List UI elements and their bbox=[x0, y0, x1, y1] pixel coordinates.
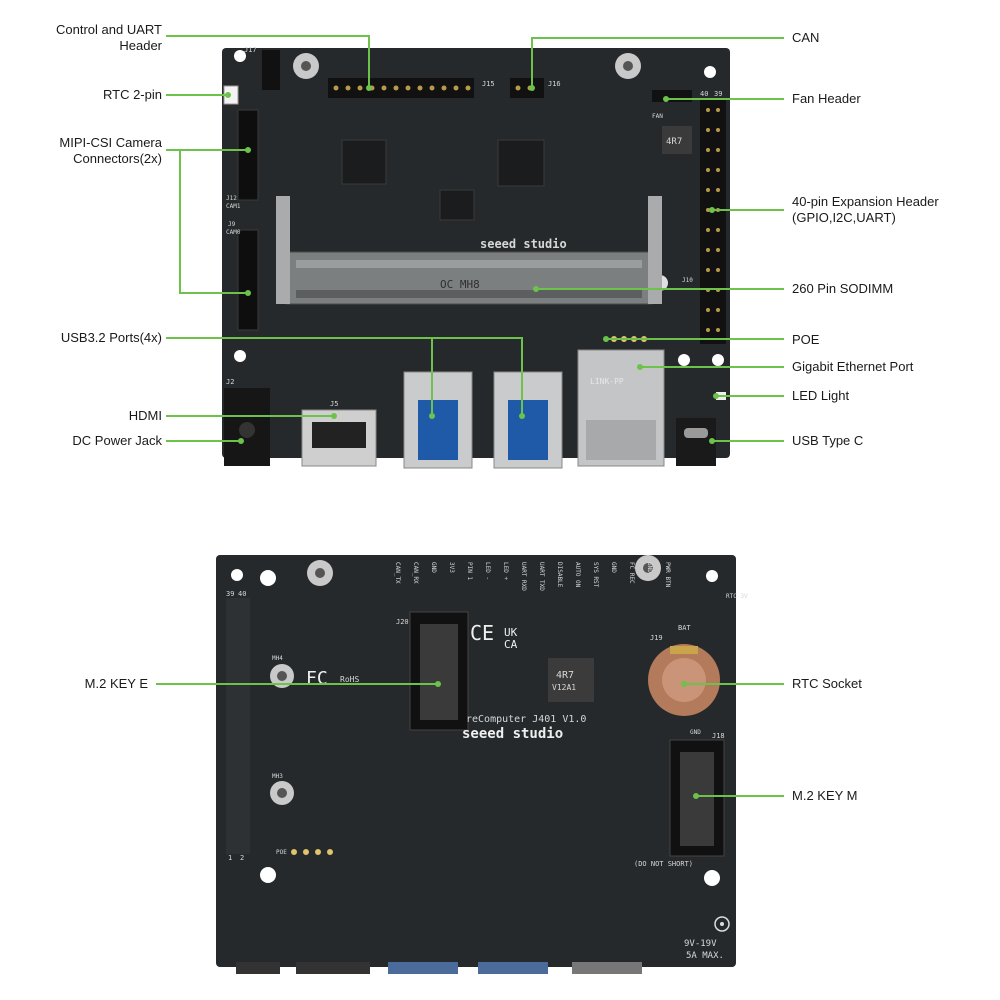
rohs-mark: RoHS bbox=[340, 675, 359, 684]
label-dc-jack: DC Power Jack bbox=[72, 433, 162, 448]
j10-silkscreen: J10 bbox=[682, 277, 693, 284]
pin40-silkscreen: 40 bbox=[700, 90, 708, 98]
pin-label: DISABLE bbox=[556, 562, 563, 588]
label-usbc: USB Type C bbox=[792, 433, 864, 448]
pin-label: AUTO ON bbox=[574, 562, 581, 588]
inductor-silkscreen-bottom: 4R7 bbox=[556, 670, 574, 681]
inductor-silkscreen: 4R7 bbox=[666, 137, 682, 147]
label-led: LED Light bbox=[792, 388, 850, 403]
mounting-hole bbox=[712, 354, 724, 366]
current-silkscreen: 5A MAX. bbox=[686, 951, 724, 961]
dc-polarity-icon bbox=[714, 916, 730, 932]
pin-labels-group: CAN_TX CAN_RX GND 3V3 PIN 1 LED - LED + UART RX… bbox=[394, 562, 671, 591]
chip bbox=[439, 189, 475, 221]
poe-silkscreen: POE bbox=[276, 849, 287, 856]
pin-label: GND bbox=[646, 562, 653, 573]
j19-silkscreen: J19 bbox=[650, 634, 663, 642]
label-m2-key-m: M.2 KEY M bbox=[792, 788, 858, 803]
bottom-40pin-header bbox=[226, 598, 250, 854]
mounting-hole bbox=[231, 569, 243, 581]
label-mipi-line1: MIPI-CSI Camera bbox=[59, 135, 162, 150]
label-control-uart: Control and UART Header bbox=[56, 22, 162, 54]
pin-label: PIN 1 bbox=[466, 562, 473, 580]
mh4-silkscreen: MH4 bbox=[272, 655, 283, 662]
gnd-silkscreen: GND bbox=[690, 729, 701, 736]
j20-silkscreen: J20 bbox=[396, 618, 409, 626]
pin-label: LED + bbox=[502, 562, 509, 580]
label-m2-key-e: M.2 KEY E bbox=[84, 676, 148, 691]
fan-silkscreen: FAN bbox=[652, 113, 663, 120]
sodimm-silkscreen: OC MH8 bbox=[440, 278, 480, 291]
pin-label: PWR BTN bbox=[664, 562, 671, 588]
pin-label: UART TXD bbox=[538, 562, 545, 591]
label-poe: POE bbox=[792, 332, 820, 347]
mounting-hole bbox=[260, 867, 276, 883]
rtc3v-silkscreen: RTC 3V bbox=[726, 593, 748, 600]
pin-label: UART RXD bbox=[520, 562, 527, 591]
inductor bbox=[662, 126, 692, 154]
inductor bbox=[548, 658, 594, 702]
brand-silkscreen-bottom: seeed studio bbox=[462, 726, 563, 742]
pin-label: GND bbox=[430, 562, 437, 573]
label-control-uart-line1: Control and UART bbox=[56, 22, 162, 37]
inductor2-silkscreen-bottom: V12A1 bbox=[552, 683, 576, 692]
bat-silkscreen: BAT bbox=[678, 624, 691, 632]
pin-label: GND bbox=[610, 562, 617, 573]
label-can: CAN bbox=[792, 30, 820, 45]
label-mipi: MIPI-CSI Camera Connectors(2x) bbox=[59, 135, 162, 167]
pin-label: FC REC bbox=[628, 562, 635, 584]
j15-silkscreen: J15 bbox=[482, 80, 495, 88]
pin39-silkscreen-bottom: 39 bbox=[226, 590, 234, 598]
ukca-mark-2: CA bbox=[504, 638, 518, 651]
mounting-hole bbox=[706, 570, 718, 582]
label-expansion-line2: (GPIO,I2C,UART) bbox=[792, 210, 896, 225]
do-not-short-silkscreen: (DO NOT SHORT) bbox=[634, 860, 693, 868]
pin39-silkscreen: 39 bbox=[714, 90, 722, 98]
label-fan: Fan Header bbox=[792, 91, 861, 106]
bottom-board bbox=[216, 555, 736, 967]
poe-pad bbox=[291, 849, 297, 855]
label-rtc-socket: RTC Socket bbox=[792, 676, 862, 691]
pin-label: 3V3 bbox=[448, 562, 455, 573]
pin40-silkscreen-bottom: 40 bbox=[238, 590, 246, 598]
ukca-mark-1: UK bbox=[504, 626, 518, 639]
model-silkscreen: reComputer J401 V1.0 bbox=[466, 714, 586, 725]
pin1-silkscreen-bottom: 1 bbox=[228, 854, 232, 862]
ce-mark: CE bbox=[470, 621, 494, 645]
label-control-uart-line2: Header bbox=[119, 38, 162, 53]
mounting-hole bbox=[678, 354, 690, 366]
j18-silkscreen: J18 bbox=[712, 732, 725, 740]
pin-label: SYS RST bbox=[592, 562, 599, 588]
brand-silkscreen: seeed studio bbox=[480, 237, 567, 251]
expansion-header-40pin bbox=[700, 100, 726, 344]
label-expansion-line1: 40-pin Expansion Header bbox=[792, 194, 939, 209]
label-expansion: 40-pin Expansion Header (GPIO,I2C,UART) bbox=[792, 194, 939, 226]
pin-label: CAN_RX bbox=[412, 562, 419, 584]
pin-label: LED - bbox=[484, 562, 491, 580]
mounting-hole bbox=[704, 870, 720, 886]
label-usb32: USB3.2 Ports(4x) bbox=[60, 330, 162, 345]
mh3-silkscreen: MH3 bbox=[272, 773, 283, 780]
label-mipi-line2: Connectors(2x) bbox=[73, 151, 162, 166]
label-sodimm: 260 Pin SODIMM bbox=[792, 281, 894, 296]
voltage-silkscreen: 9V-19V bbox=[684, 939, 717, 949]
chip bbox=[497, 139, 545, 187]
lan-brand-silkscreen: LINK-PP bbox=[590, 377, 624, 386]
pin-label: CAN_TX bbox=[394, 562, 401, 584]
label-ethernet: Gigabit Ethernet Port bbox=[792, 359, 914, 374]
pin2-silkscreen-bottom: 2 bbox=[240, 854, 244, 862]
label-hdmi: HDMI bbox=[128, 408, 162, 423]
label-rtc-2pin: RTC 2-pin bbox=[102, 87, 162, 102]
mounting-hole bbox=[260, 570, 276, 586]
fc-mark: FC bbox=[306, 668, 328, 689]
soc-chip bbox=[341, 139, 387, 185]
